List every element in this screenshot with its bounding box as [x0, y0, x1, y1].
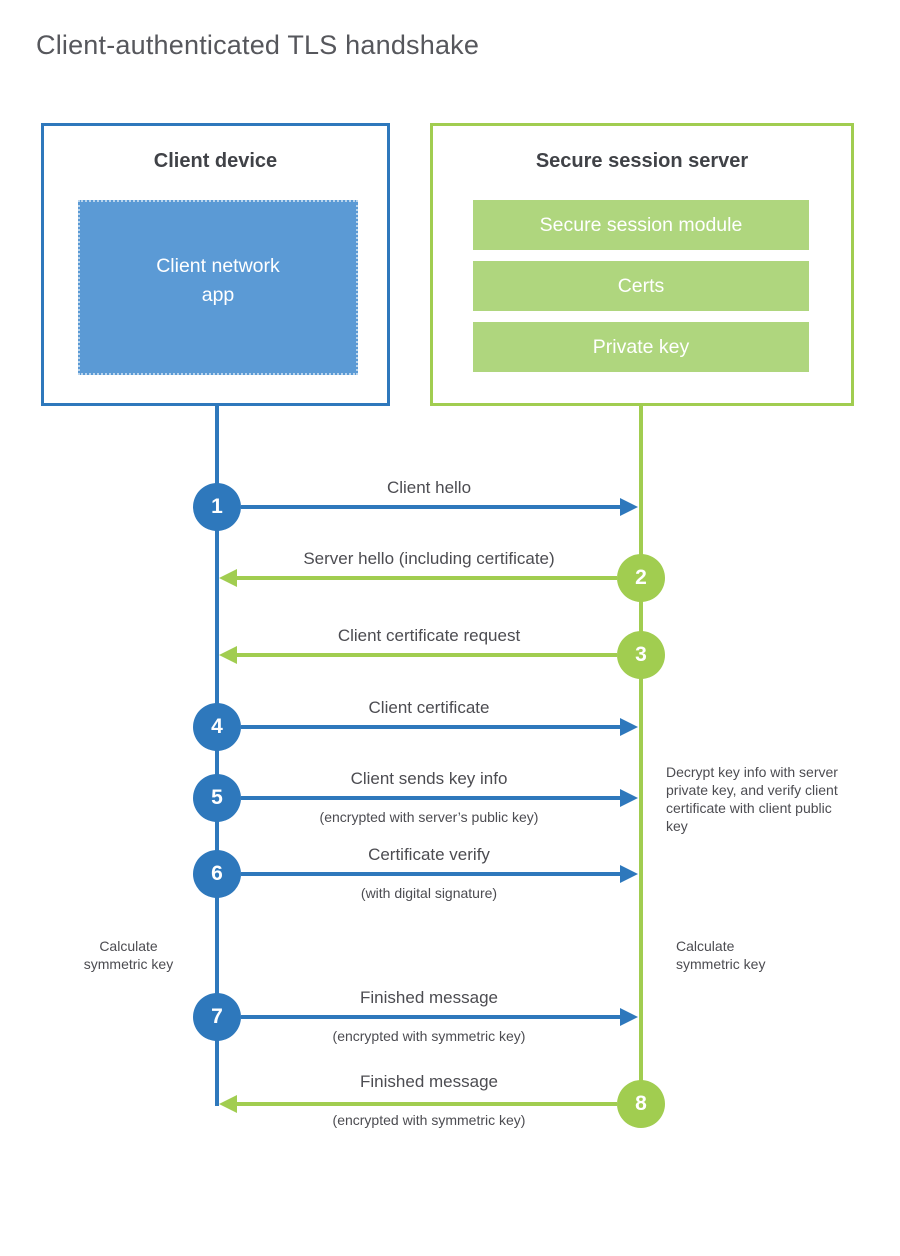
- message-label-1: Client hello: [386, 478, 472, 497]
- server-title: Secure session server: [535, 150, 749, 172]
- step-circle-3: 3: [617, 631, 665, 679]
- message-sublabel-7: (encrypted with symmetric key): [332, 1028, 526, 1044]
- message-arrow-line-6: [241, 872, 621, 876]
- step-circle-1: 1: [193, 483, 241, 531]
- client-app-label-line1: Client network: [156, 255, 280, 277]
- note-calculate-symmetric-key-client: Calculate symmetric key: [83, 938, 174, 972]
- message-label-4: Client certificate: [368, 698, 490, 717]
- step-circle-2: 2: [617, 554, 665, 602]
- arrowhead-right-icon: [620, 718, 638, 736]
- step-circle-5: 5: [193, 774, 241, 822]
- client-device-title: Client device: [153, 150, 278, 172]
- message-sublabel-5: (encrypted with server’s public key): [319, 809, 539, 825]
- message-arrow-line-5: [241, 796, 621, 800]
- note-calculate-symmetric-key-server: Calculate symmetric key: [676, 938, 766, 972]
- message-arrow-line-7: [241, 1015, 621, 1019]
- message-arrow-line-3: [237, 653, 617, 657]
- step-circle-8: 8: [617, 1080, 665, 1128]
- message-label-3: Client certificate request: [337, 626, 521, 645]
- arrowhead-right-icon: [620, 789, 638, 807]
- message-label-2: Server hello (including certificate): [303, 549, 555, 568]
- client-lifeline: [215, 406, 219, 1106]
- message-arrow-line-2: [237, 576, 617, 580]
- message-arrow-line-4: [241, 725, 621, 729]
- server-module-bar-certs: Certs: [473, 261, 809, 311]
- message-arrow-line-1: [241, 505, 621, 509]
- message-label-5: Client sends key info: [350, 769, 508, 788]
- message-arrow-line-8: [237, 1102, 617, 1106]
- step-circle-7: 7: [193, 993, 241, 1041]
- arrowhead-left-icon: [219, 1095, 237, 1113]
- arrowhead-right-icon: [620, 1008, 638, 1026]
- arrowhead-left-icon: [219, 569, 237, 587]
- step-circle-4: 4: [193, 703, 241, 751]
- message-sublabel-8: (encrypted with symmetric key): [332, 1112, 526, 1128]
- client-network-app-rect: Client network app: [78, 200, 358, 375]
- client-device-box: Client device Client network app: [41, 123, 390, 406]
- message-label-7: Finished message: [360, 988, 498, 1007]
- client-app-label-line2: app: [201, 284, 235, 306]
- server-box: Secure session server Secure session mod…: [430, 123, 854, 406]
- message-sublabel-6: (with digital signature): [360, 885, 498, 901]
- server-module-bar-secure-session-module: Secure session module: [473, 200, 809, 250]
- message-label-6: Certificate verify: [368, 845, 490, 864]
- page-title: Client-authenticated TLS handshake: [36, 30, 480, 60]
- arrowhead-right-icon: [620, 498, 638, 516]
- step-circle-6: 6: [193, 850, 241, 898]
- note-decrypt-key-info: Decrypt key info with server private key…: [666, 764, 838, 834]
- arrowhead-right-icon: [620, 865, 638, 883]
- server-module-bar-private-key: Private key: [473, 322, 809, 372]
- server-lifeline: [639, 406, 643, 1106]
- message-label-8: Finished message: [360, 1072, 498, 1091]
- arrowhead-left-icon: [219, 646, 237, 664]
